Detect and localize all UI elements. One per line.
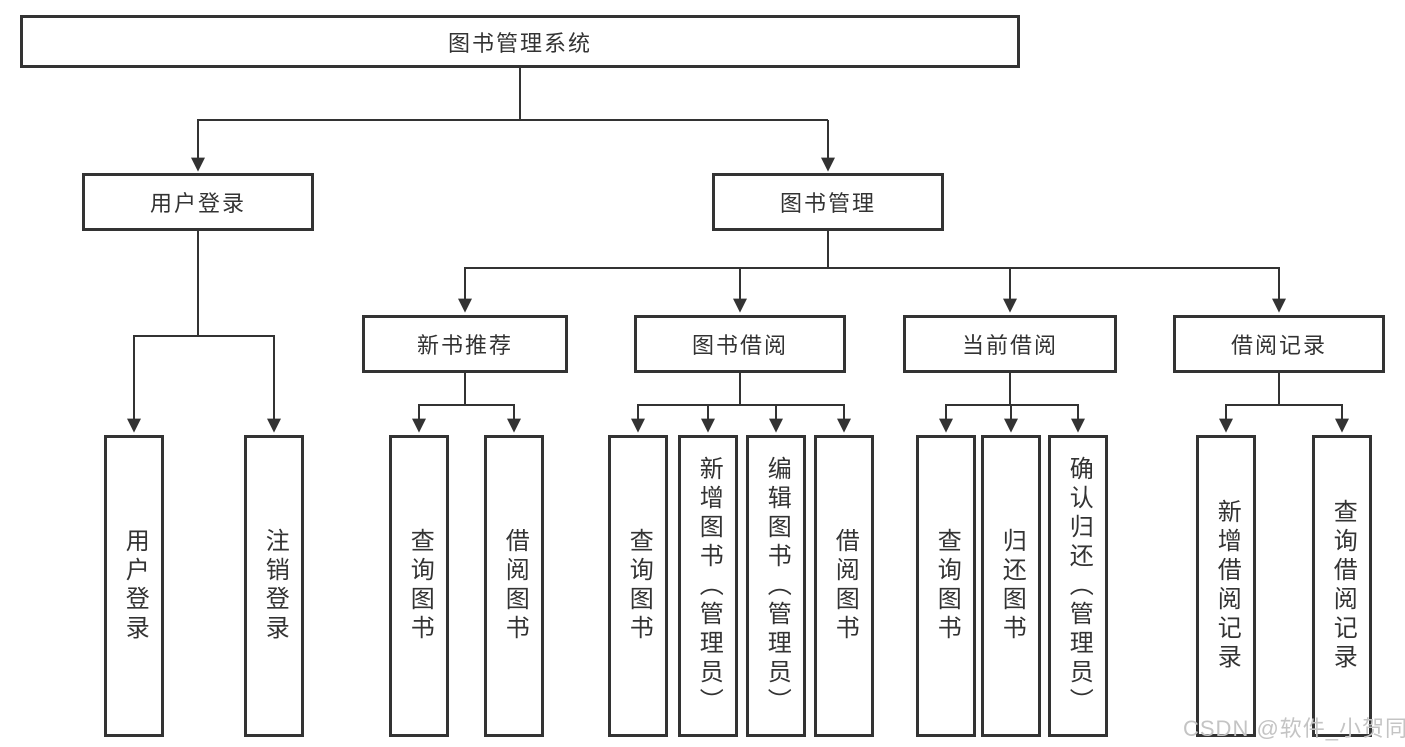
node-new-book-recommend: 新书推荐 (362, 315, 568, 373)
node-current-borrow: 当前借阅 (903, 315, 1117, 373)
node-book-management: 图书管理 (712, 173, 944, 231)
leaf-user-login: 用户登录 (104, 435, 164, 737)
leaf-borrow-books-recommend: 借阅图书 (484, 435, 544, 737)
leaf-add-borrow-record: 新增借阅记录 (1196, 435, 1256, 737)
node-borrow-records: 借阅记录 (1173, 315, 1385, 373)
leaf-confirm-return-admin: 确认归还（管理员） (1048, 435, 1108, 737)
leaf-return-books: 归还图书 (981, 435, 1041, 737)
leaf-query-borrow-record: 查询借阅记录 (1312, 435, 1372, 737)
watermark: CSDN @软件_小贺同学 (1183, 716, 1405, 741)
node-root: 图书管理系统 (20, 15, 1020, 68)
leaf-query-books-recommend: 查询图书 (389, 435, 449, 737)
leaf-query-books-borrow: 查询图书 (608, 435, 668, 737)
leaf-logout: 注销登录 (244, 435, 304, 737)
node-user-login: 用户登录 (82, 173, 314, 231)
node-book-borrow: 图书借阅 (634, 315, 846, 373)
leaf-edit-book-admin: 编辑图书（管理员） (746, 435, 806, 737)
leaf-borrow-books: 借阅图书 (814, 435, 874, 737)
leaf-add-book-admin: 新增图书（管理员） (678, 435, 738, 737)
leaf-query-books-current: 查询图书 (916, 435, 976, 737)
